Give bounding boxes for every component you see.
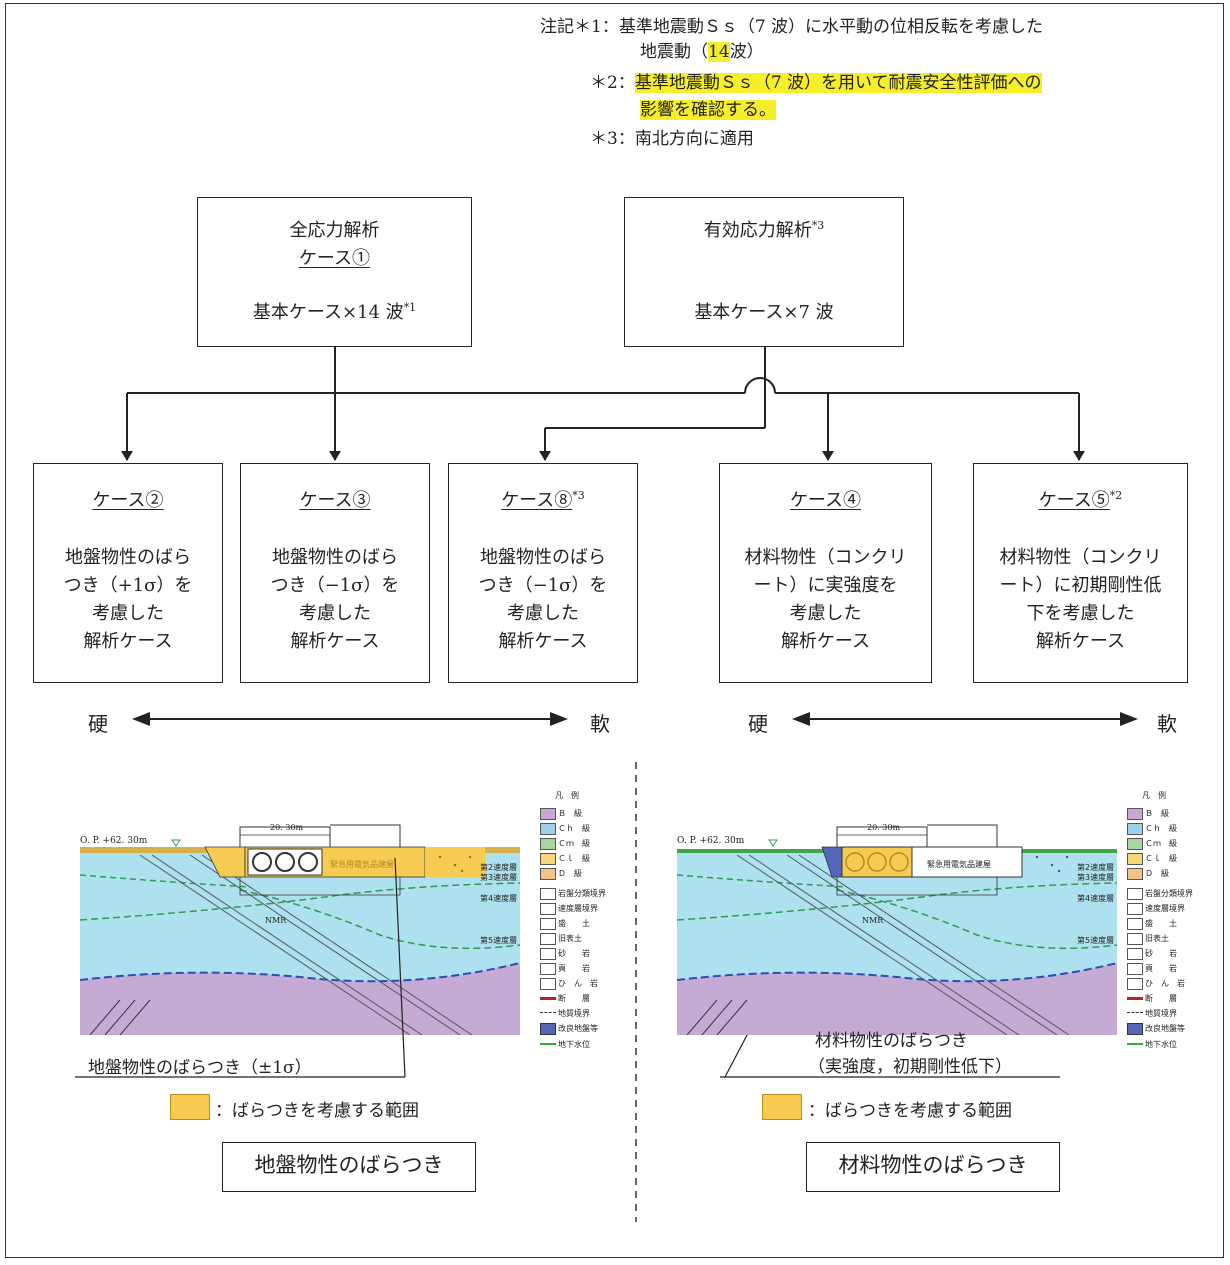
- hard-label-right: 硬: [748, 712, 768, 736]
- svg-text:O. P. +62. 30m: O. P. +62. 30m: [677, 836, 745, 846]
- variation-legend-right: ：ばらつきを考慮する範囲: [808, 1101, 1012, 1121]
- svg-text:O. P. +62. 30m: O. P. +62. 30m: [80, 836, 148, 846]
- case-8-box: ケース⑧*3 地盤物性のばらつき（−1σ）を考慮した解析ケース: [448, 463, 638, 683]
- note-3: ＊3：南北方向に適用: [590, 129, 754, 149]
- svg-text:NMR: NMR: [862, 916, 884, 925]
- svg-text:20. 30m: 20. 30m: [867, 823, 900, 832]
- svg-text:緊急用電気品建屋: 緊急用電気品建屋: [927, 859, 991, 869]
- note-2-line2: 影響を確認する。: [640, 100, 776, 120]
- figure-frame: [5, 3, 1224, 1258]
- case-5-box: ケース⑤*2 材料物性（コンクリート）に初期剛性低下を考慮した解析ケース: [973, 463, 1188, 683]
- total-stress-body: 基本ケース×14 波: [252, 302, 404, 323]
- variation-legend-left: ：ばらつきを考慮する範囲: [215, 1101, 419, 1121]
- hard-label-left: 硬: [88, 712, 108, 736]
- stiffness-arrows: [132, 712, 1138, 726]
- svg-text:NMR: NMR: [265, 916, 287, 925]
- note-2: ＊2：基準地震動Ｓｓ（7 波）を用いて耐震安全性評価への: [590, 73, 1042, 93]
- total-stress-title: 全応力解析: [289, 220, 380, 241]
- note-1-line2: 地震動（14波）: [640, 42, 764, 62]
- ground-section-left: 20. 30m O. P. +62. 30m 緊急用電気品建屋 NMR: [80, 823, 520, 1035]
- soft-label-left: 軟: [590, 712, 610, 736]
- material-variation-annotation-2: （実強度，初期剛性低下）: [808, 1057, 1012, 1077]
- case-4-box: ケース④ 材料物性（コンクリート）に実強度を考慮した解析ケース: [719, 463, 932, 683]
- case-3-box: ケース③ 地盤物性のばらつき（−1σ）を考慮した解析ケース: [240, 463, 430, 683]
- effective-stress-box: 有効応力解析*3 基本ケース×7 波: [624, 197, 904, 347]
- case-1-label: ケース①: [298, 248, 371, 269]
- ground-variation-annotation: 地盤物性のばらつき（±1σ）: [88, 1058, 312, 1078]
- material-variation-title: 材料物性のばらつき: [806, 1142, 1060, 1192]
- soft-label-right: 軟: [1157, 712, 1177, 736]
- panel-divider: [635, 762, 637, 1222]
- ground-variation-title: 地盤物性のばらつき: [222, 1142, 476, 1192]
- svg-text:緊急用電気品建屋: 緊急用電気品建屋: [330, 859, 394, 869]
- highlight-14: 14: [708, 42, 730, 62]
- variation-swatch-left: [170, 1094, 210, 1120]
- flow-connectors: [121, 347, 1085, 461]
- case-2-box: ケース② 地盤物性のばらつき（+1σ）を考慮した解析ケース: [33, 463, 223, 683]
- effective-stress-title: 有効応力解析: [703, 220, 812, 241]
- svg-text:20. 30m: 20. 30m: [270, 823, 303, 832]
- ground-section-right: 緊急用電気品建屋 20. 30m O. P. +62. 30m NMR: [677, 823, 1117, 1035]
- material-variation-annotation: 材料物性のばらつき: [815, 1031, 968, 1051]
- variation-swatch-right: [762, 1094, 802, 1120]
- total-stress-box: 全応力解析 ケース① 基本ケース×14 波*1: [197, 197, 472, 347]
- note-1: 注記＊1：基準地震動Ｓｓ（7 波）に水平動の位相反転を考慮した: [540, 17, 1044, 37]
- effective-stress-body: 基本ケース×7 波: [694, 302, 834, 323]
